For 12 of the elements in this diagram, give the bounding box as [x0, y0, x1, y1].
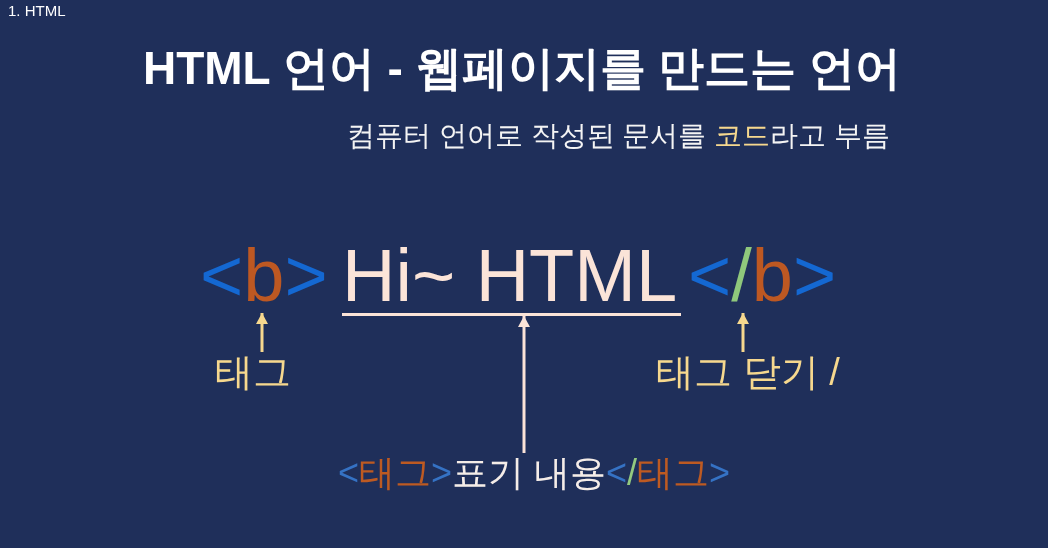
annotation-label: 태그	[215, 352, 291, 394]
code-text: <태그>표기 내용</태그>	[337, 453, 731, 493]
code-text: <b>	[200, 239, 328, 313]
underlined-text: Hi~ HTML	[342, 239, 682, 316]
annotation-label: 태그 닫기 /	[656, 352, 840, 394]
arrow	[256, 313, 268, 352]
code-text: </b>	[688, 239, 837, 313]
subtitle-text: 컴퓨터 언어로 작성된 문서를 코드라고 부름	[347, 119, 890, 153]
title-text: HTML 언어 - 웹페이지를 만드는 언어	[142, 41, 902, 96]
section-label: 1. HTML	[8, 2, 66, 20]
arrow	[518, 316, 530, 453]
arrow	[737, 313, 749, 352]
